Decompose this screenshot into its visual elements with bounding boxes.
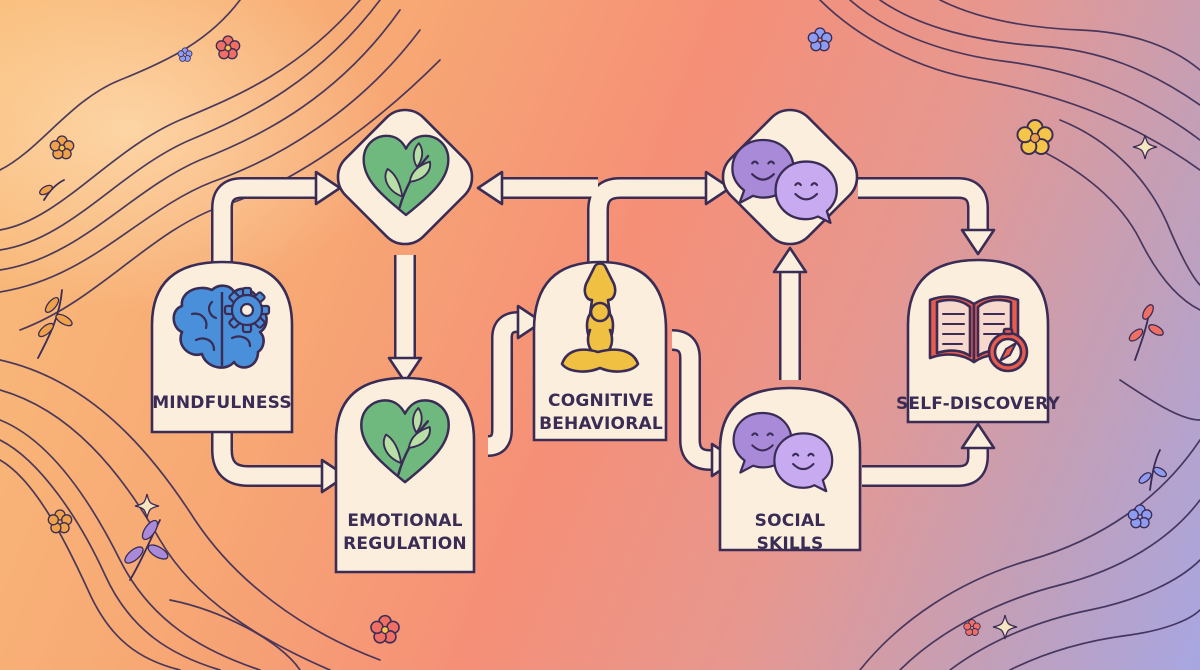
meditation-icon (560, 262, 640, 373)
arrowhead (516, 304, 544, 340)
connector-group (211, 170, 996, 494)
label-social-skills: SOCIAL SKILLS (754, 511, 826, 554)
node-cognitive-behavioral (532, 260, 668, 442)
heart-junction (336, 108, 474, 246)
arrowhead (960, 228, 996, 256)
arrowhead (960, 422, 996, 450)
label-emotional-regulation: EMOTIONAL REGULATION (343, 511, 467, 554)
label-self-discovery: SELF-DISCOVERY (895, 394, 1061, 414)
bubbles-junction (721, 108, 859, 246)
arrowhead (476, 170, 504, 206)
node-emotional-regulation (334, 376, 476, 574)
label-mindfulness: MINDFULNESS (152, 393, 292, 413)
arrowhead (314, 170, 342, 206)
arrowhead (772, 246, 808, 274)
node-self-discovery (906, 258, 1050, 424)
node-mindfulness (150, 260, 294, 434)
open-book-icon (928, 295, 1020, 364)
compass-icon (987, 327, 1029, 373)
arrowhead (320, 458, 348, 494)
node-social-skills (718, 386, 862, 552)
arrowhead (387, 356, 423, 384)
arrowhead (704, 170, 732, 206)
label-cognitive-behavioral: COGNITIVE BEHAVIORAL (539, 391, 663, 434)
gear-icon (223, 286, 271, 334)
